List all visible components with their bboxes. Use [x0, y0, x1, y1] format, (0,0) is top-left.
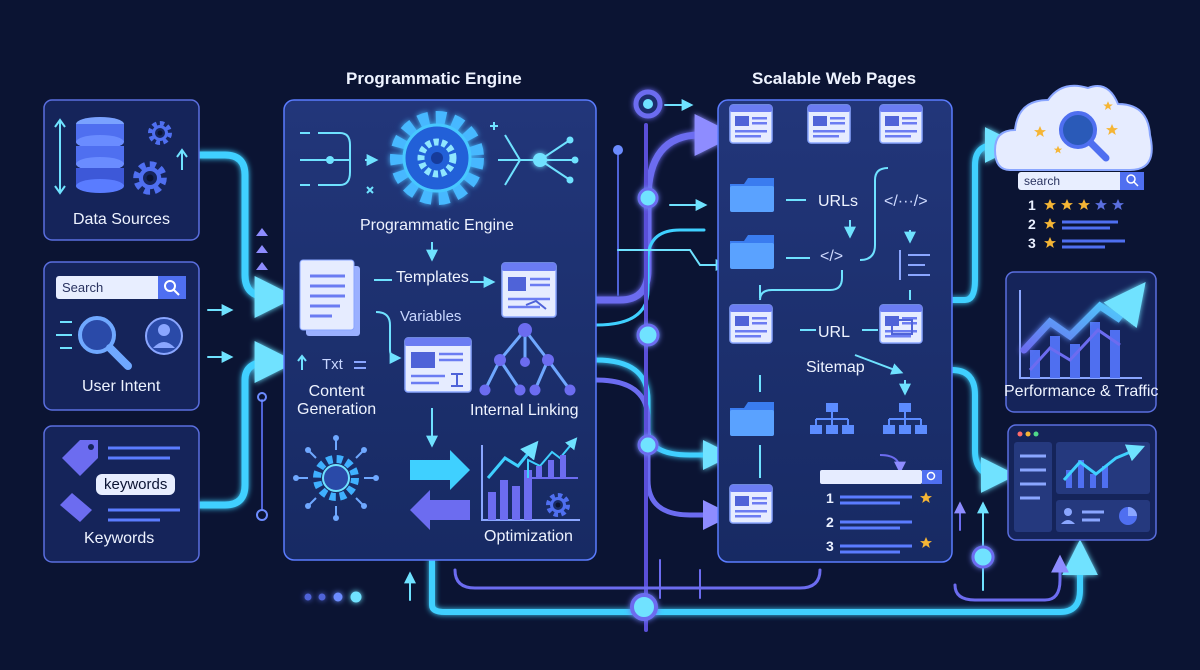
pages-panel: [717, 99, 953, 563]
output-search-input: search: [1018, 172, 1120, 190]
growth-chart-icon: [1019, 282, 1146, 379]
optimization-label: Optimization: [484, 528, 573, 545]
performance-traffic-label: Performance & Traffic: [1004, 383, 1159, 400]
sitemap-icon: [809, 319, 928, 435]
arrow-icon: [410, 490, 470, 530]
gear-icon: [549, 496, 567, 514]
engine-network-icons: [300, 122, 579, 194]
pages-section-title: Scalable Web Pages: [752, 69, 917, 88]
cloud-search-icon: [993, 84, 1153, 171]
urls-label: URLs: [818, 193, 859, 210]
variables-label: Variables: [400, 308, 462, 325]
page-connectors: [759, 167, 930, 478]
engine-core-label: Programmatic Engine: [360, 217, 514, 234]
search-input: Search: [56, 276, 158, 299]
gear-icon: [293, 435, 379, 521]
template-doc-icon: [501, 262, 557, 318]
search-bar-icon: [158, 276, 186, 299]
database-icon: [54, 117, 124, 195]
page-rank-3: 3: [826, 538, 834, 554]
arrow-icon: [176, 148, 188, 170]
content-generation-label: Content Generation: [297, 383, 377, 418]
keywords-label: Keywords: [84, 530, 155, 547]
network-graph-icon: [479, 323, 576, 396]
url-label: URL: [818, 324, 851, 341]
flow-nodes: [304, 89, 995, 621]
keywords-chip: keywords: [96, 474, 176, 495]
output-rank-1: 1: [1028, 197, 1036, 213]
user-icon: [145, 317, 183, 355]
internal-linking-label: Internal Linking: [470, 402, 579, 419]
document-icon: [299, 259, 360, 336]
txt-label: Txt: [322, 356, 343, 373]
engine-panel: [283, 99, 597, 561]
dashboard-contents: [1014, 431, 1150, 532]
code-ellipsis-label: </···/>: [884, 193, 928, 210]
arrow-icon: [410, 450, 470, 490]
gear-icon: [151, 124, 169, 142]
user-intent-label: User Intent: [82, 378, 161, 395]
code-slash-label: </>: [820, 248, 844, 265]
linking-doc-icon: [404, 337, 472, 393]
output-rank-3: 3: [1028, 235, 1036, 251]
tag-icon: [60, 440, 180, 522]
magnifier-icon: [56, 316, 132, 370]
ranked-list-icon: [820, 470, 942, 554]
data-sources-label: Data Sources: [73, 211, 170, 228]
page-rank-2: 2: [826, 514, 834, 530]
output-rank-2: 2: [1028, 216, 1036, 232]
page-rank-1: 1: [826, 490, 834, 506]
sitemap-label: Sitemap: [806, 359, 865, 376]
search-result-ranking: [1044, 172, 1144, 249]
templates-label: Templates: [396, 269, 469, 286]
growth-chart-icon: [481, 437, 580, 521]
gear-icon: [390, 111, 484, 205]
gear-icon: [137, 165, 162, 190]
engine-section-title: Programmatic Engine: [346, 69, 522, 88]
